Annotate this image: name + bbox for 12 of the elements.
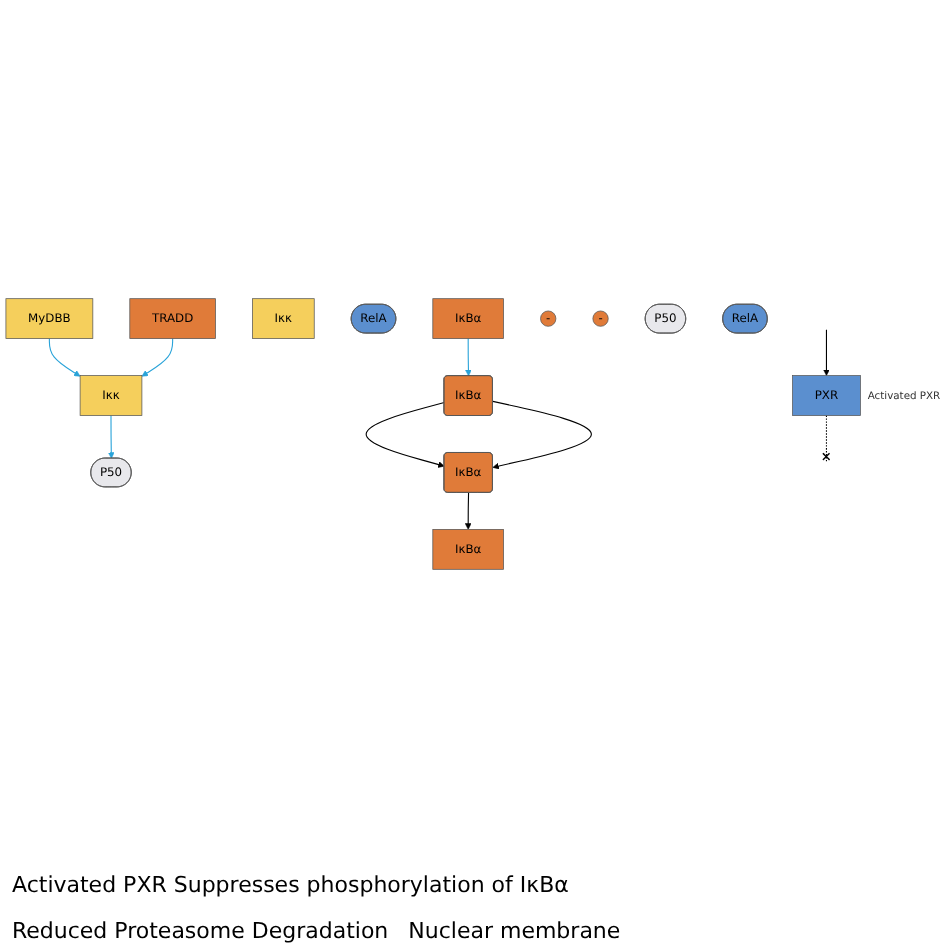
arrow <box>492 400 592 470</box>
note-text: Nuclear membrane <box>408 918 621 944</box>
note-text: Activated PXR Suppresses phosphorylation of IκBα <box>12 872 569 898</box>
arrow <box>365 402 445 468</box>
arrow <box>465 338 472 377</box>
connector <box>822 414 831 462</box>
arrow <box>108 414 115 459</box>
note-text: Reduced Proteasome Degradation <box>12 918 389 944</box>
arrow <box>464 492 472 530</box>
arrow <box>48 338 81 377</box>
arrow <box>141 338 174 377</box>
arrow <box>823 329 830 376</box>
